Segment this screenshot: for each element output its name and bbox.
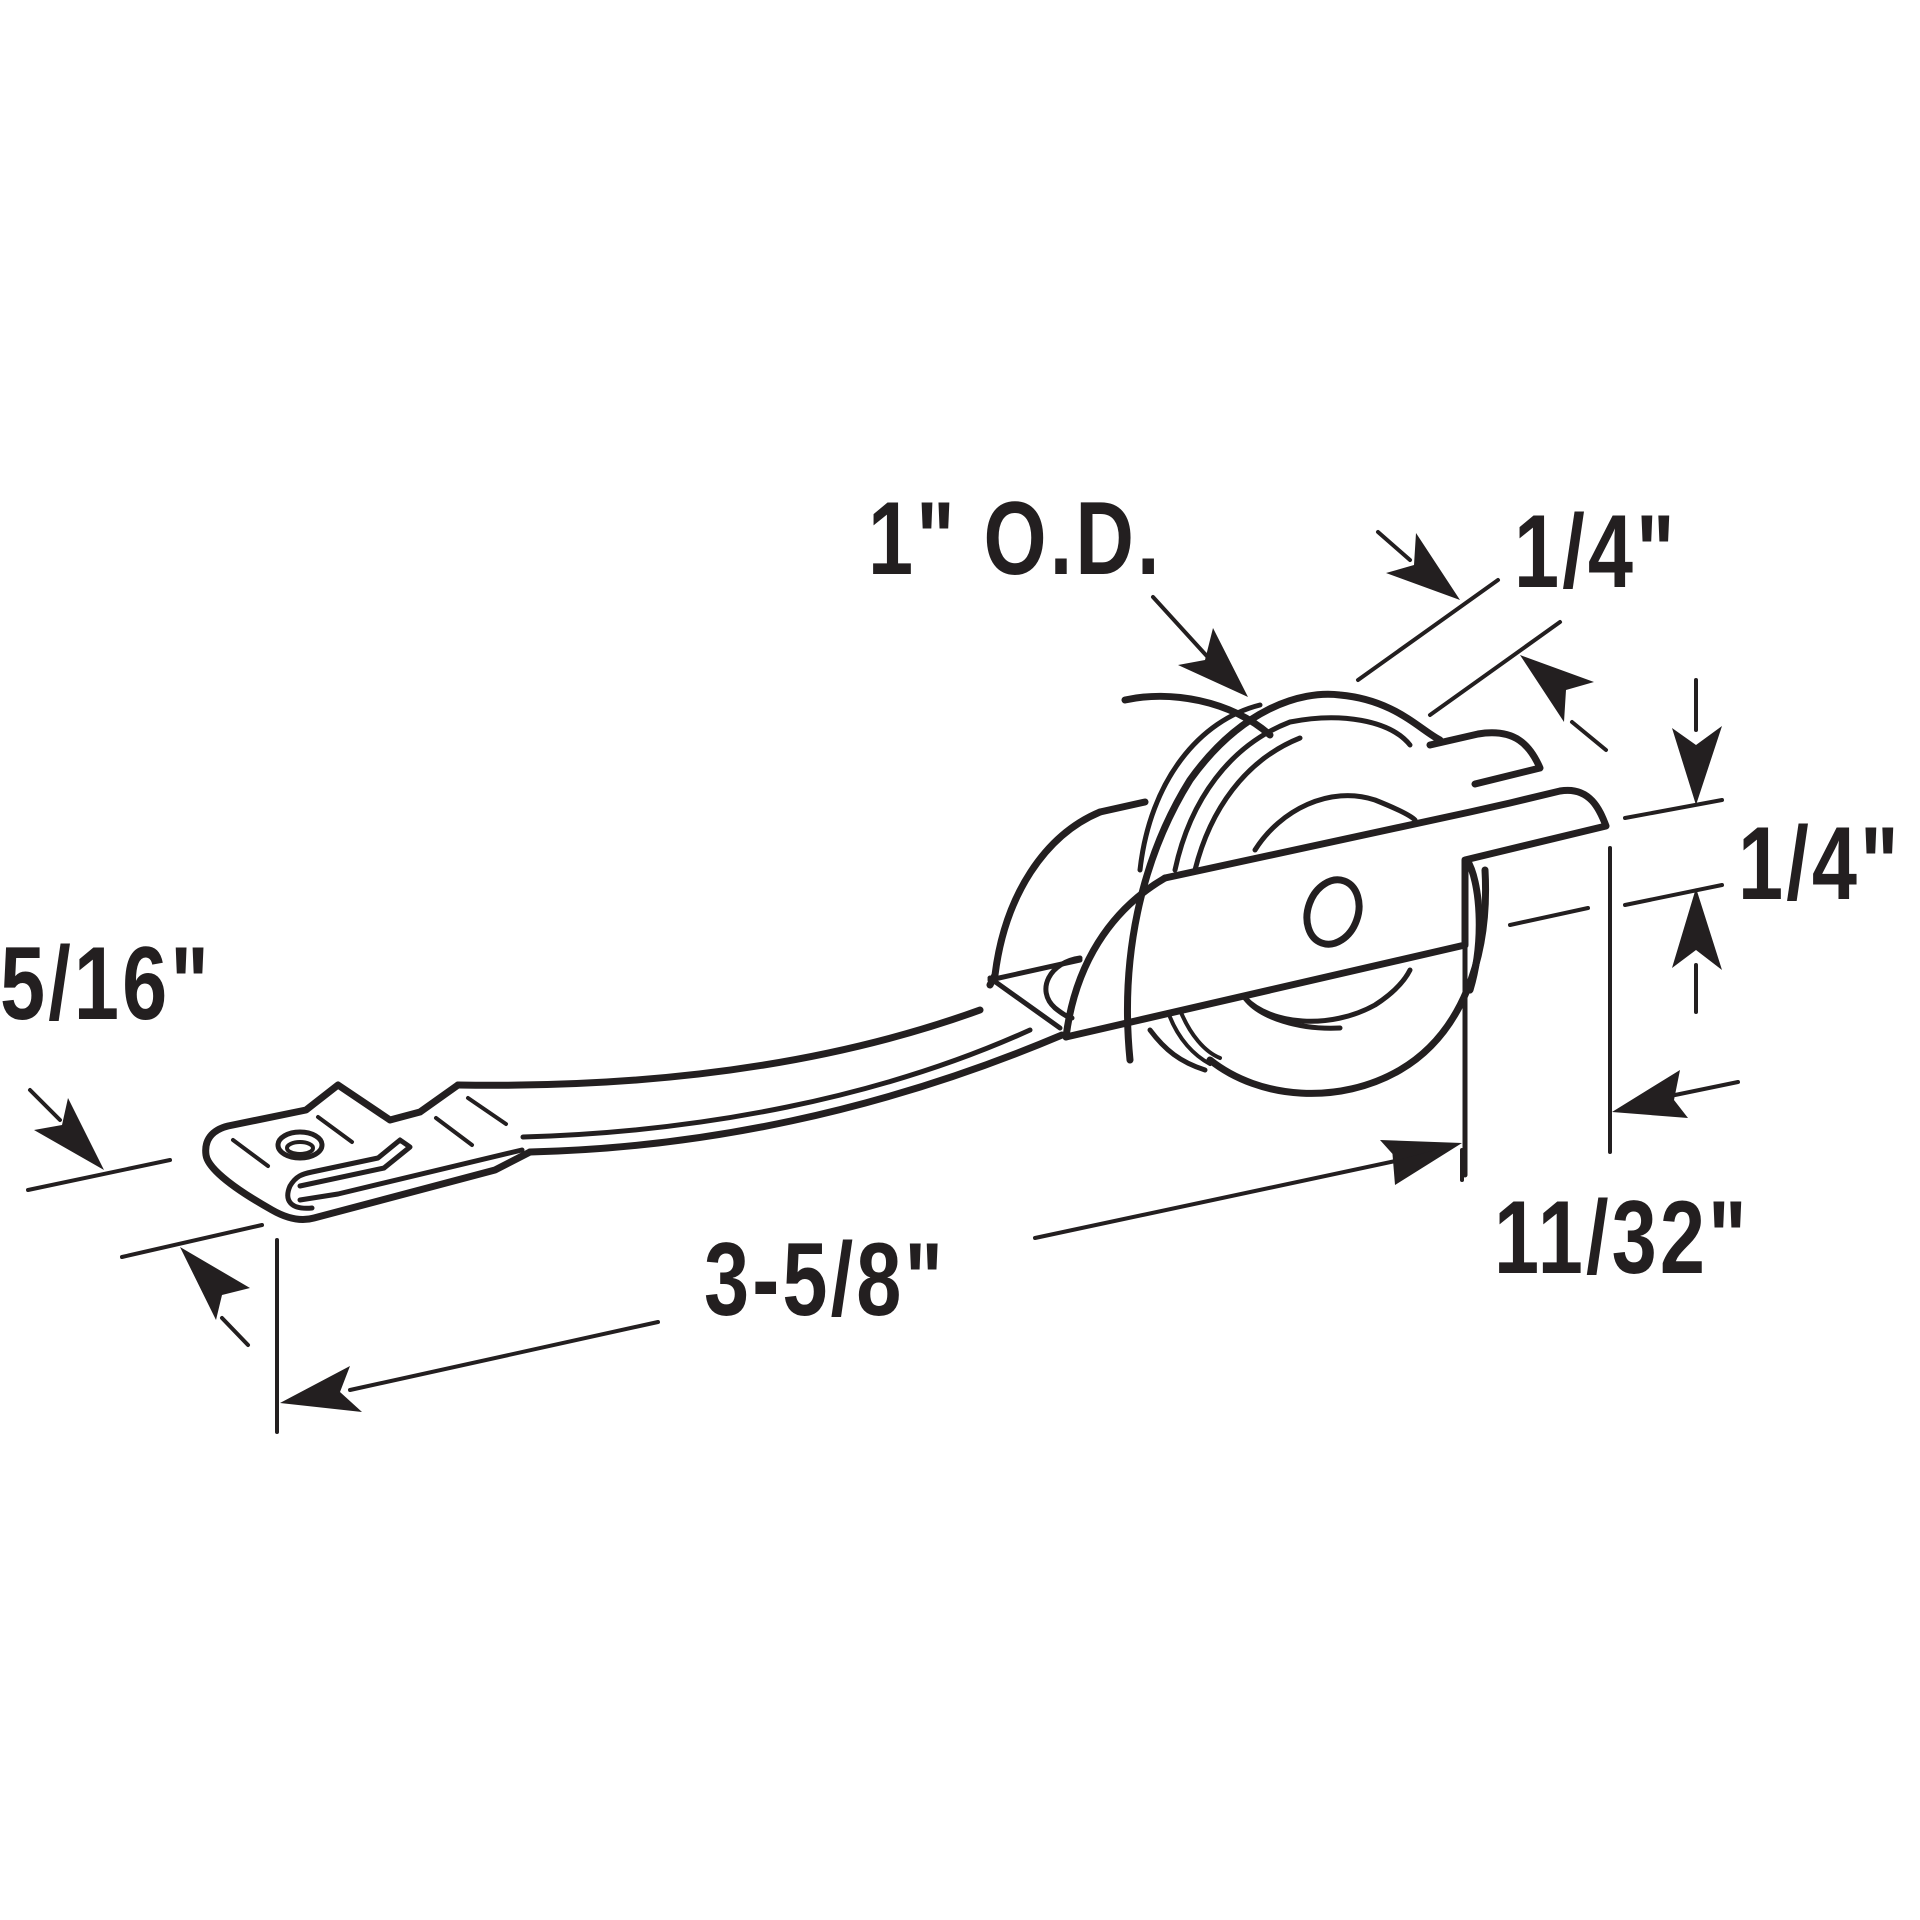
roller-wheel [1121,690,1490,1097]
label-tab-width: 5/16" [0,926,212,1042]
dimension-wheel-width [1356,530,1608,752]
label-bracket-height: 1/4" [1738,806,1902,922]
label-overall-length: 3-5/8" [704,1222,947,1338]
roller-bracket [986,729,1610,1178]
label-offset: 11/32" [1494,1180,1750,1296]
label-wheel-od: 1" O.D. [868,481,1163,597]
dimension-tab-width [26,1088,264,1347]
dimension-offset [1033,846,1740,1240]
dimension-overall-length [275,1238,660,1434]
dimension-od-leader [1151,595,1248,697]
spring-arm [202,1006,1066,1224]
label-wheel-width: 1/4" [1514,494,1678,610]
dimension-bracket-height [1508,678,1724,1014]
